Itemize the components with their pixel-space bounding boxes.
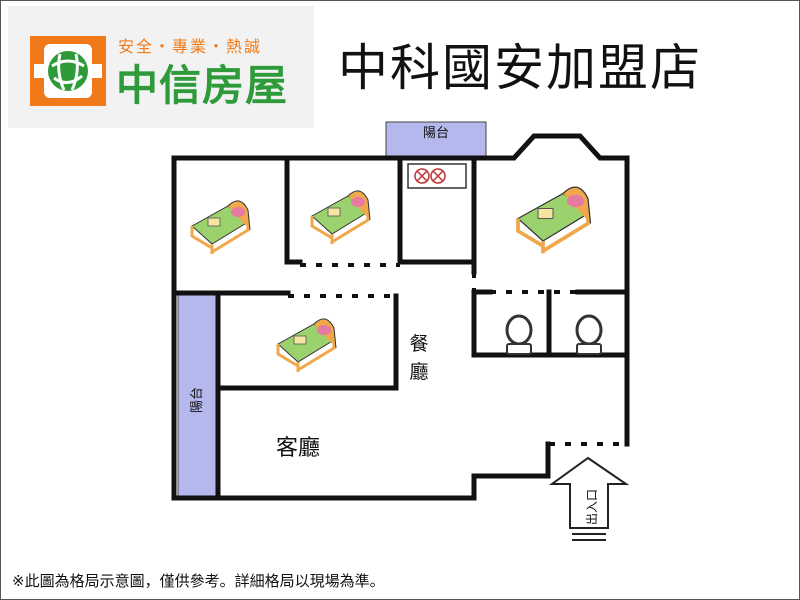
logo-area: 安全・專業・熱誠 中信房屋 xyxy=(8,6,314,128)
bed-icon xyxy=(276,318,337,372)
toilet-icon xyxy=(575,314,603,355)
outer-wall xyxy=(171,133,630,447)
bed-icon xyxy=(310,190,371,244)
toilet-icon xyxy=(505,314,533,355)
stove-icon xyxy=(407,163,467,189)
brand-logo-icon xyxy=(30,36,106,106)
store-title: 中科國安加盟店 xyxy=(338,39,702,97)
living-room-label: 客廳 xyxy=(276,436,321,461)
entrance-label: 出入口 xyxy=(585,489,599,526)
disclaimer: ※此圖為格局示意圖，僅供參考。詳細格局以現場為準。 xyxy=(12,572,385,590)
bed-icon xyxy=(190,200,251,254)
bed-icon xyxy=(516,186,592,254)
brand-name: 中信房屋 xyxy=(116,61,289,110)
brand-slogan: 安全・專業・熱誠 xyxy=(118,37,263,56)
dining-label: 餐廳 xyxy=(409,333,429,383)
entrance-arrow-icon xyxy=(548,456,630,541)
balcony-top-label: 陽台 xyxy=(422,126,449,141)
balcony-left-label: 陽台 xyxy=(190,387,205,414)
